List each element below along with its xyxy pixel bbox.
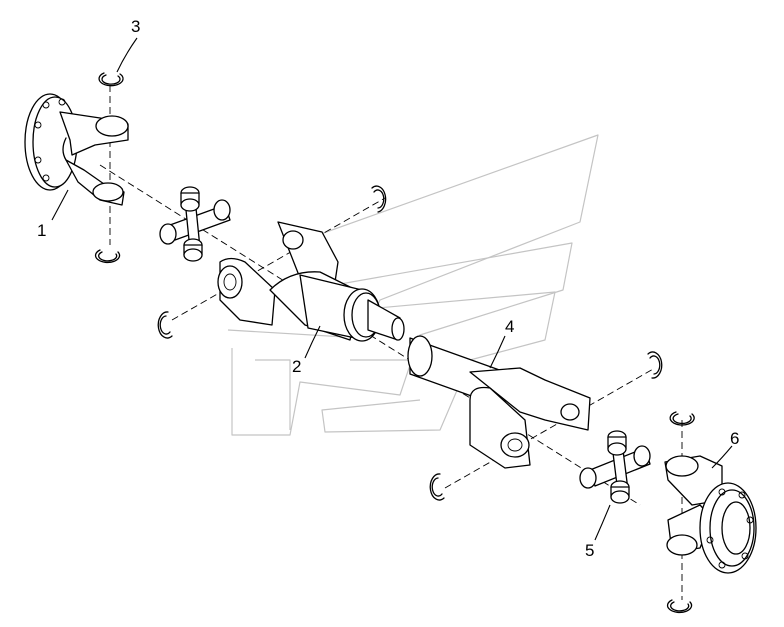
snap-ring-mid-upper — [371, 185, 387, 213]
tube-yoke — [407, 335, 591, 469]
flange-yoke-left — [24, 93, 129, 206]
flange-yoke-right — [664, 455, 757, 574]
universal-joint-cross-left — [159, 186, 231, 262]
callout-5: 5 — [585, 541, 594, 560]
leader-lines — [51, 37, 733, 541]
snap-ring-right-bottom — [666, 599, 693, 614]
assembly-axis-lines — [99, 85, 683, 600]
slip-yoke-shaft — [217, 221, 405, 342]
snap-ring-left-bottom — [94, 249, 121, 264]
callout-6: 6 — [730, 429, 739, 448]
snap-ring-mid-lower — [157, 311, 173, 339]
callout-3: 3 — [131, 17, 140, 36]
snap-ring-right-lower — [429, 473, 445, 501]
universal-joint-cross-right — [579, 430, 651, 504]
snap-ring-3-top — [98, 72, 124, 87]
callout-2: 2 — [292, 357, 301, 376]
snap-ring-right-top — [669, 411, 695, 426]
callout-1: 1 — [37, 221, 46, 240]
callout-4: 4 — [505, 317, 514, 336]
snap-ring-right-upper — [647, 351, 663, 379]
